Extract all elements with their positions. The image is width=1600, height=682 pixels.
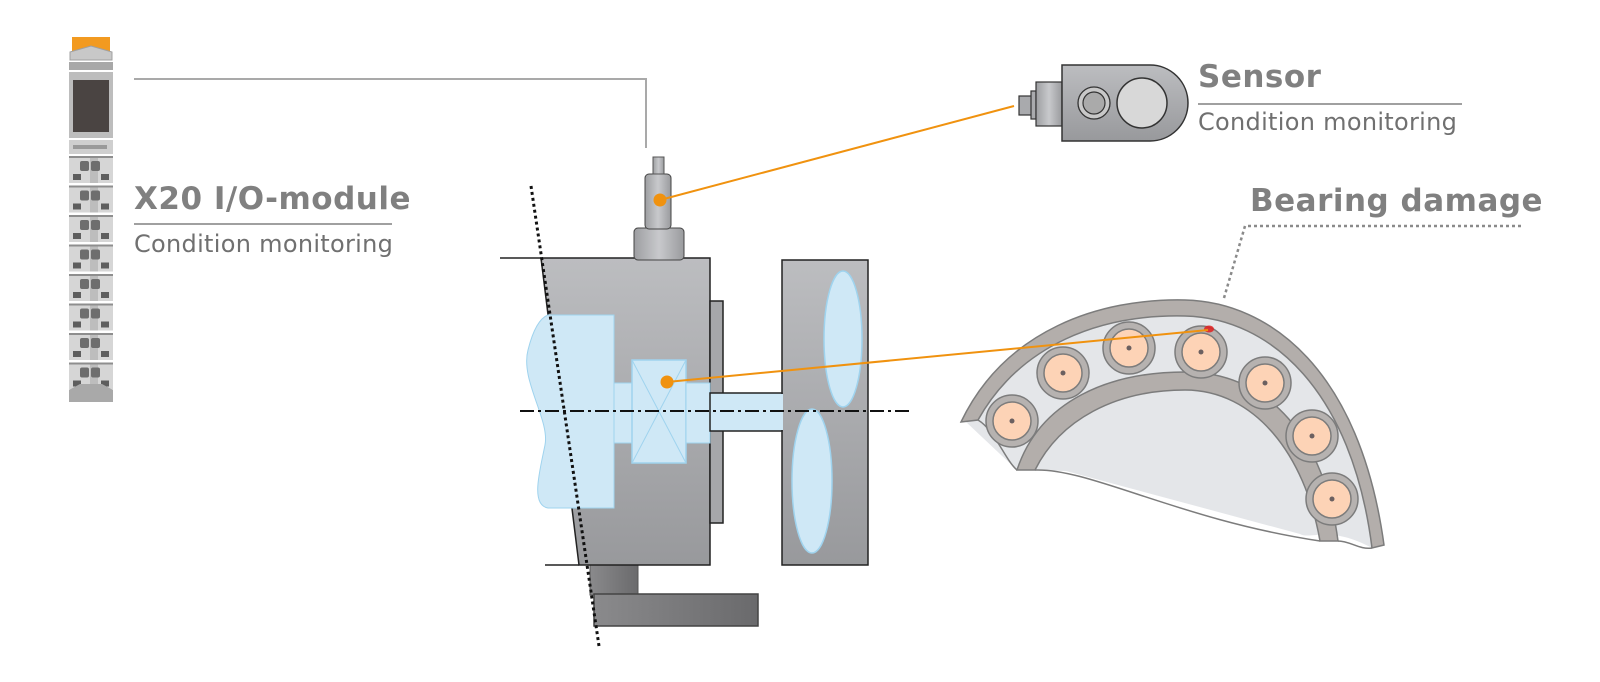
sensor-point-dot — [653, 193, 667, 207]
module-to-sensor-cable — [134, 78, 647, 148]
bearing-ball — [1285, 409, 1339, 463]
sensor-title: Sensor — [1198, 59, 1322, 95]
sensor-icon — [1018, 64, 1189, 142]
bearing-point-dot — [660, 375, 674, 389]
bearing-ball — [1036, 346, 1090, 400]
module-title: X20 I/O-module — [134, 181, 411, 217]
bearing-ball — [1174, 325, 1228, 379]
bearing-ball — [1305, 472, 1359, 526]
sensor-subtitle: Condition monitoring — [1198, 108, 1458, 136]
bearing-pointer-line — [666, 329, 1209, 383]
terminal-slot — [69, 303, 113, 331]
terminal-slot — [69, 185, 113, 213]
module-subtitle: Condition monitoring — [134, 230, 394, 258]
bearing-ball — [1238, 356, 1292, 410]
bearing-damage-title: Bearing damage — [1250, 183, 1544, 219]
terminal-slot — [69, 215, 113, 242]
terminal-slot — [69, 274, 113, 301]
terminal-slot — [69, 244, 113, 272]
x20-io-module-icon — [69, 37, 113, 402]
terminal-slot — [69, 333, 113, 360]
damage-marker — [1204, 325, 1214, 333]
sensor-pointer-line — [659, 105, 1015, 201]
bearing-icon — [959, 299, 1385, 550]
terminal-slot — [69, 156, 113, 183]
bearing-ball — [1102, 321, 1156, 375]
motor-assembly — [500, 156, 912, 647]
bearing-damage-leader — [1222, 224, 1522, 299]
bearing-ball — [985, 394, 1039, 448]
